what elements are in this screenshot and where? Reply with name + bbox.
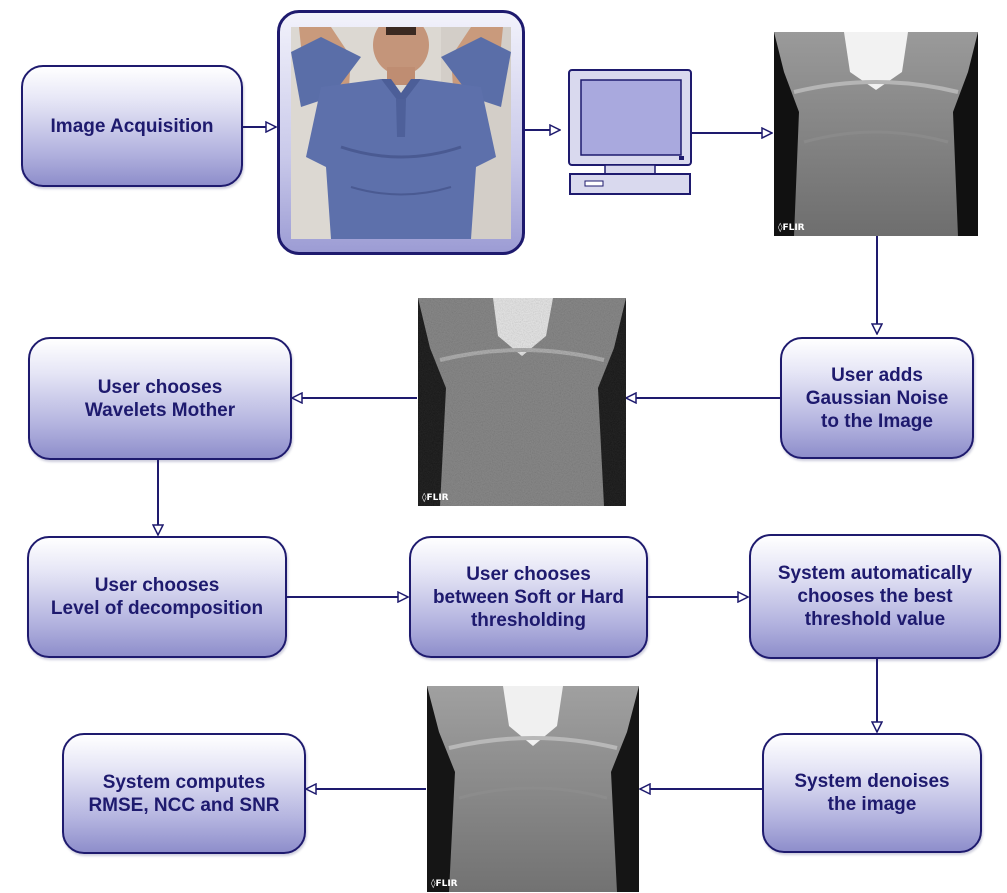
flir-logo: ◊FLIR [431, 879, 458, 889]
step-label-line1: User chooses [94, 575, 220, 596]
step-label-line2: the image [827, 794, 917, 815]
step-label: Image Acquisition [50, 115, 214, 137]
step-label-line2: Level of decomposition [50, 598, 264, 619]
step-label-line1: User chooses [466, 563, 591, 585]
step-label-line2: Gaussian Noise [805, 387, 949, 409]
step-label-line3: to the Image [821, 410, 933, 432]
subject-photo [291, 27, 511, 239]
subject-photo-frame [277, 10, 525, 255]
step-label-line3: thresholding [470, 609, 587, 631]
step-label-line2: between Soft or Hard [432, 586, 625, 608]
thermal-image-denoised: ◊FLIR [427, 686, 639, 892]
step-choose-threshold-type: User chooses between Soft or Hard thresh… [409, 536, 648, 658]
step-auto-threshold: System automatically chooses the best th… [749, 534, 1001, 659]
step-label-line2: chooses the best [797, 586, 953, 607]
step-label-line2: Wavelets Mother [84, 399, 236, 421]
step-label-line1: System computes [102, 771, 266, 793]
step-choose-wavelet: User chooses Wavelets Mother [28, 337, 292, 460]
step-label-line2: RMSE, NCC and SNR [88, 794, 280, 816]
step-label-line3: threshold value [804, 609, 946, 630]
step-denoise: System denoises the image [762, 733, 982, 853]
step-add-noise: User adds Gaussian Noise to the Image [780, 337, 974, 459]
step-label-line1: System automatically [777, 563, 973, 584]
thermal-image-noisy: ◊FLIR [418, 298, 626, 506]
step-choose-level: User chooses Level of decomposition [27, 536, 287, 658]
flir-logo: ◊FLIR [778, 223, 805, 233]
computer-icon [568, 69, 692, 195]
step-label-line1: System denoises [794, 771, 950, 792]
step-image-acquisition: Image Acquisition [21, 65, 243, 187]
step-compute-metrics: System computes RMSE, NCC and SNR [62, 733, 306, 854]
step-label-line1: User chooses [97, 376, 223, 398]
step-label-line1: User adds [831, 364, 923, 386]
flir-logo: ◊FLIR [422, 493, 449, 503]
thermal-image-original: ◊FLIR [774, 32, 978, 236]
